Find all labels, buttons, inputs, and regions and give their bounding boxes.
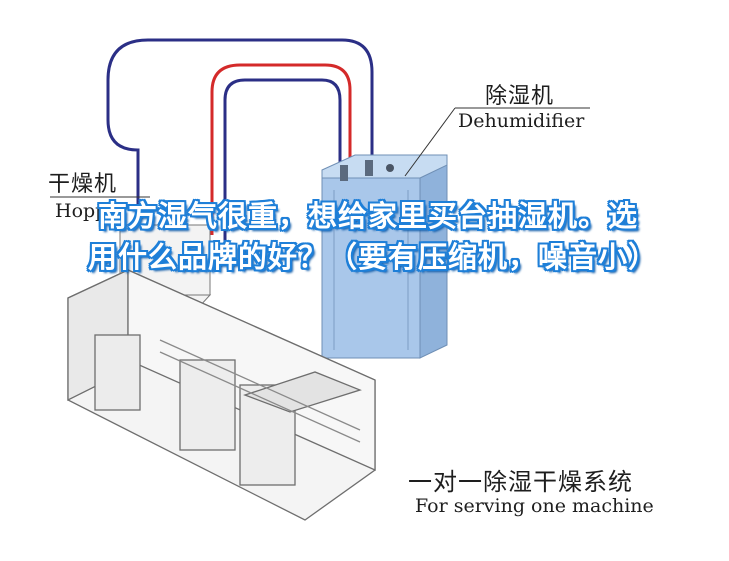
dehumidifier-leader-line xyxy=(404,107,456,177)
hopper-label-en: Hoppe xyxy=(55,200,119,222)
system-label-cn: 一对一除湿干燥系统 xyxy=(408,468,633,496)
dehumidifier-label-cn: 除湿机 xyxy=(485,84,555,109)
dehumidifier-unit-icon xyxy=(321,154,448,359)
injection-molding-machine-icon xyxy=(67,268,376,521)
pipe-blue-inner xyxy=(223,78,342,250)
pipe-red-inner xyxy=(210,63,352,235)
pipe-blue-outer xyxy=(106,38,374,235)
hopper-label-cn: 干燥机 xyxy=(48,172,118,197)
system-label-en: For serving one machine xyxy=(415,495,654,517)
overlay-title: 南方湿气很重，想给家里买台抽湿机。选用什么品牌的好？（要有压缩机，噪音小） xyxy=(88,199,659,274)
dehumidifier-label-en: Dehumidifier xyxy=(458,110,585,132)
